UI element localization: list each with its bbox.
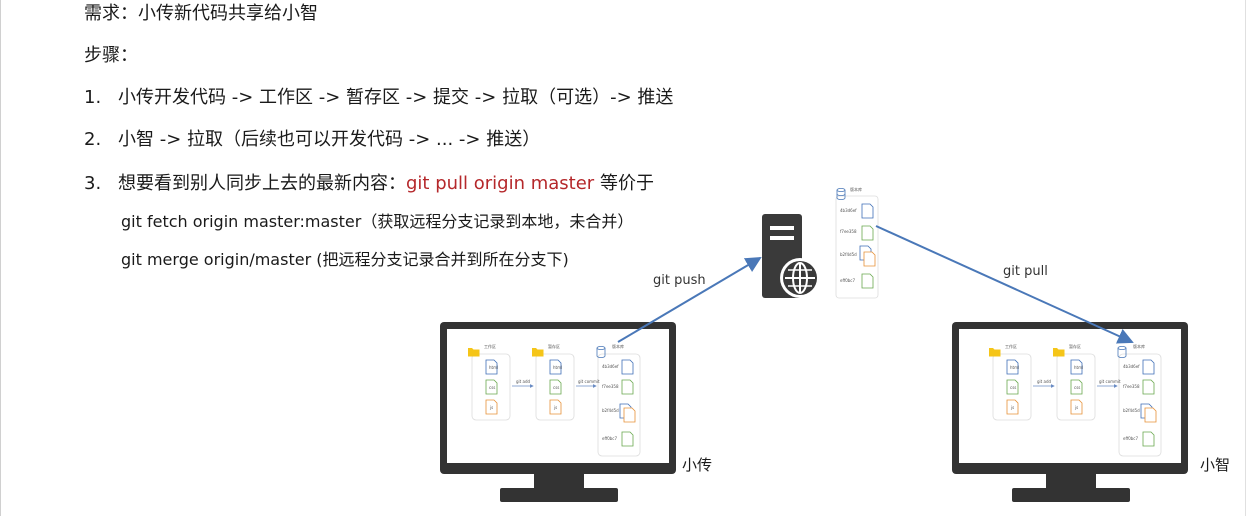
file-label: html: [1010, 365, 1019, 370]
file-label: css: [1074, 385, 1080, 390]
git-add-label: git add: [1037, 379, 1051, 384]
left-monitor: [440, 322, 676, 502]
database-icon: [836, 187, 846, 200]
git-add-label: git add: [516, 379, 530, 384]
git-pull-command: git pull origin master: [406, 173, 595, 194]
commit-id: 4b3d6ef: [840, 208, 857, 213]
step-text: 小智 -> 拉取（后续也可以开发代码 -> ... -> 推送）: [118, 129, 541, 150]
step-2: 2. 小智 -> 拉取（后续也可以开发代码 -> ... -> 推送）: [84, 128, 540, 152]
file-label: js: [553, 405, 557, 410]
commit-id: f7ee358: [840, 229, 857, 234]
file-label: js: [1010, 405, 1014, 410]
file-label: html: [1074, 365, 1083, 370]
push-arrow: [617, 256, 762, 343]
panel-header-staging: 暂存区: [1069, 343, 1081, 349]
commit-id: 4b3d6ef: [602, 364, 619, 369]
commit-id: eff0bc7: [1123, 436, 1139, 441]
panel-header-workspace: 工作区: [1005, 343, 1017, 349]
step-3: 3. 想要看到别人同步上去的最新内容：git pull origin master…: [84, 172, 654, 196]
step-number: 1.: [84, 87, 102, 108]
commit-id: eff0bc7: [602, 436, 618, 441]
file-label: js: [1074, 405, 1078, 410]
commit-id: f7ee358: [1123, 384, 1140, 389]
pull-arrow: [875, 225, 1134, 344]
commit-id: b2f4d5d: [602, 408, 619, 413]
file-label: html: [553, 365, 562, 370]
commit-id: 4b3d6ef: [1123, 364, 1140, 369]
remote-repository: [835, 187, 879, 299]
requirement-text: 需求：小传新代码共享给小智: [84, 3, 318, 24]
step-number: 2.: [84, 129, 102, 150]
step-text-suffix: 等价于: [594, 173, 654, 194]
push-label: git push: [653, 273, 706, 288]
file-label: css: [489, 385, 495, 390]
commit-id: f7ee358: [602, 384, 619, 389]
right-monitor: [952, 322, 1188, 502]
panel-header-workspace: 工作区: [484, 343, 496, 349]
file-label: html: [489, 365, 498, 370]
git-commit-label: git commit: [578, 379, 600, 384]
step-text: 想要看到别人同步上去的最新内容：: [118, 173, 406, 194]
file-label: js: [489, 405, 493, 410]
merge-command: git merge origin/master (把远程分支记录合并到所在分支下…: [121, 250, 569, 269]
fetch-command: git fetch origin master:master（获取远程分支记录到…: [121, 212, 634, 231]
step-text: 小传开发代码 -> 工作区 -> 暂存区 -> 提交 -> 拉取（可选）-> 推…: [118, 87, 674, 108]
file-label: css: [553, 385, 559, 390]
panel-header-repository: 版本库: [1133, 343, 1145, 349]
panel-header-repository: 版本库: [612, 343, 624, 349]
pull-label: git pull: [1003, 264, 1048, 279]
server-icon: [762, 214, 820, 298]
left-monitor-label: 小传: [682, 456, 713, 474]
panel-header-staging: 暂存区: [548, 343, 560, 349]
right-monitor-label: 小智: [1200, 456, 1231, 474]
commit-id: b2f4d5d: [1123, 408, 1140, 413]
git-commit-label: git commit: [1099, 379, 1121, 384]
commit-id: b2f4d5d: [840, 252, 857, 257]
commit-id: eff0bc7: [840, 278, 856, 283]
steps-title: 步骤：: [84, 45, 138, 66]
step-number: 3.: [84, 173, 102, 194]
file-label: css: [1010, 385, 1016, 390]
left-border: [0, 0, 1, 516]
remote-header: 版本库: [850, 186, 862, 192]
step-1: 1. 小传开发代码 -> 工作区 -> 暂存区 -> 提交 -> 拉取（可选）->…: [84, 86, 673, 110]
